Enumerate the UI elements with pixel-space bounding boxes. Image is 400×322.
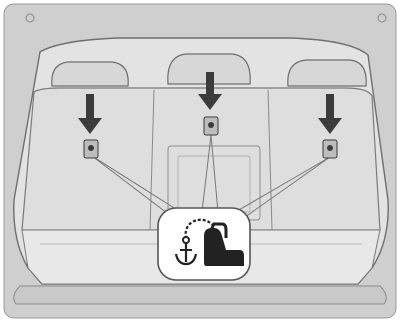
rear-bumper xyxy=(14,286,387,304)
anchor-right xyxy=(323,140,337,158)
anchor-left xyxy=(84,140,98,158)
callout-badge xyxy=(158,208,250,280)
headrest-left xyxy=(52,62,128,86)
anchor-center xyxy=(204,117,218,135)
headrest-right xyxy=(288,60,366,86)
